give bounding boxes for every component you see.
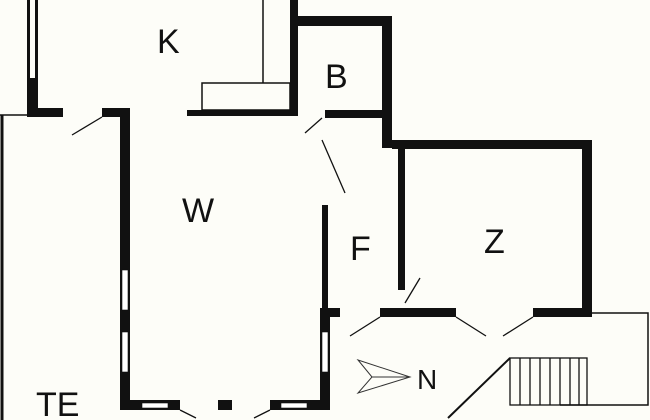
room-label-terrace: TE [36,386,79,420]
room-label-bathroom: B [325,58,348,96]
room-label-kitchen: K [157,23,180,61]
stairs-icon [509,357,588,406]
room-label-bedroom: Z [484,223,505,261]
windows [121,269,329,409]
compass-label: N [417,364,437,395]
room-label-living: W [182,192,214,230]
door-swings [71,116,534,419]
north-arrow-icon [356,358,412,394]
room-label-hallway: F [350,230,371,268]
